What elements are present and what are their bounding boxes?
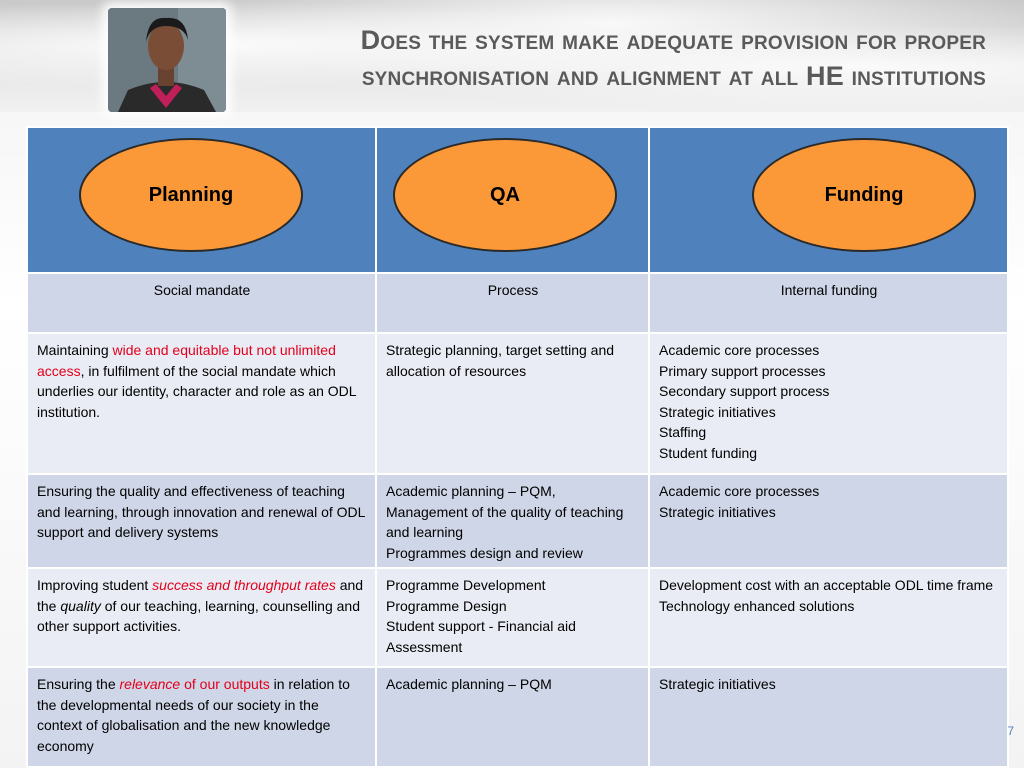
table-row: Maintaining wide and equitable but not u… bbox=[26, 332, 1009, 475]
process-cell: Academic planning – PQM, Management of t… bbox=[375, 473, 650, 569]
subheader-row: Social mandate Process Internal funding bbox=[26, 272, 1009, 334]
funding-items-cell: Strategic initiatives bbox=[648, 666, 1009, 768]
title-line-2: synchronisation and alignment at all HE … bbox=[361, 61, 986, 91]
subheader-internal-funding: Internal funding bbox=[648, 272, 1009, 334]
subheader-process: Process bbox=[375, 272, 650, 334]
slide-title: Does the system make adequate provision … bbox=[226, 22, 986, 94]
slide-header: Does the system make adequate provision … bbox=[0, 0, 1024, 112]
mandate-cell: Improving student success and throughput… bbox=[26, 567, 377, 668]
table-row: Improving student success and throughput… bbox=[26, 567, 1009, 668]
planning-oval: Planning bbox=[79, 138, 303, 252]
title-line-1: Does the system make adequate provision … bbox=[360, 25, 986, 55]
process-cell: Strategic planning, target setting and a… bbox=[375, 332, 650, 475]
funding-oval: Funding bbox=[752, 138, 976, 252]
qa-cell: QA bbox=[375, 126, 650, 274]
mandate-cell: Ensuring the relevance of our outputs in… bbox=[26, 666, 377, 768]
page-number: 7 bbox=[1007, 724, 1014, 738]
funding-items-cell: Academic core processes Primary support … bbox=[648, 332, 1009, 475]
woman-photo bbox=[108, 8, 226, 112]
planning-cell: Planning bbox=[26, 126, 377, 274]
qa-oval: QA bbox=[393, 138, 617, 252]
funding-items-cell: Development cost with an acceptable ODL … bbox=[648, 567, 1009, 668]
alignment-table: Planning QA Funding Social mandate Proce… bbox=[26, 126, 1009, 768]
table-row: Ensuring the relevance of our outputs in… bbox=[26, 666, 1009, 768]
funding-cell: Funding bbox=[648, 126, 1009, 274]
oval-header-row: Planning QA Funding bbox=[26, 126, 1009, 274]
funding-items-cell: Academic core processes Strategic initia… bbox=[648, 473, 1009, 569]
subheader-social-mandate: Social mandate bbox=[26, 272, 377, 334]
table-row: Ensuring the quality and effectiveness o… bbox=[26, 473, 1009, 569]
process-cell: Academic planning – PQM bbox=[375, 666, 650, 768]
process-cell: Programme Development Programme Design S… bbox=[375, 567, 650, 668]
mandate-cell: Ensuring the quality and effectiveness o… bbox=[26, 473, 377, 569]
mandate-cell: Maintaining wide and equitable but not u… bbox=[26, 332, 377, 475]
